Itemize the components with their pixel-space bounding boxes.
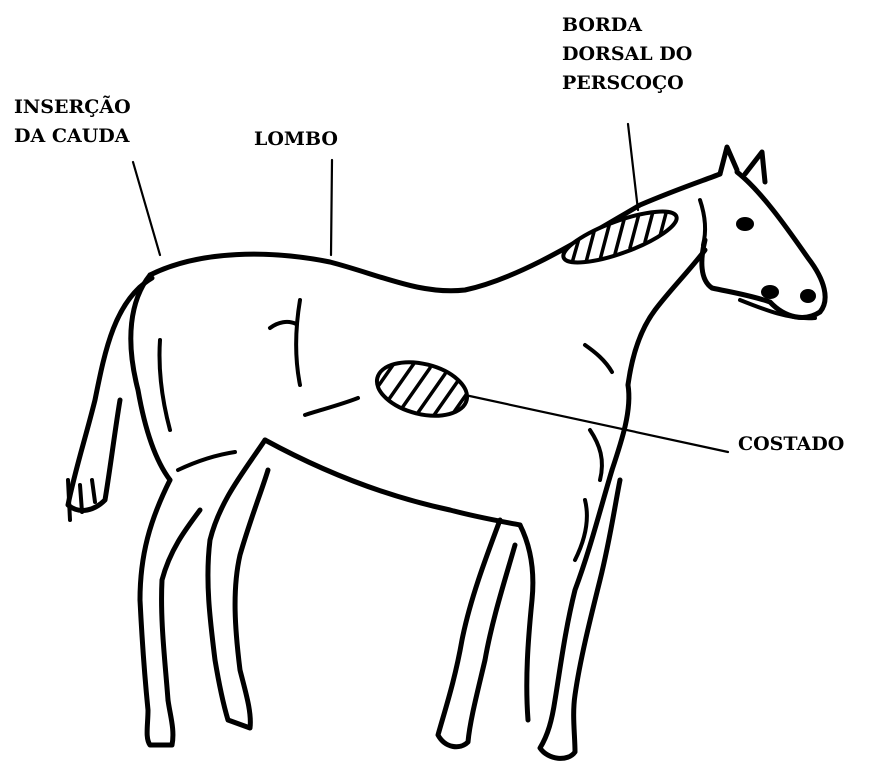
loin-label: LOMBO: [254, 125, 338, 154]
loin-label-text: LOMBO: [254, 125, 338, 154]
neck-crest-label: BORDA DORSAL DO PERSCOÇO: [562, 11, 692, 98]
neck-crest-label-line-2: DORSAL DO: [562, 40, 692, 69]
tail-insertion-leader-line: [133, 162, 160, 255]
barrel-label: COSTADO: [738, 430, 844, 459]
neck-crest-label-line-1: BORDA: [562, 11, 692, 40]
eye-icon: [736, 217, 754, 231]
horse-outline: [68, 147, 825, 758]
costado-hatched-region: [365, 354, 490, 436]
cheek-mark: [761, 285, 779, 299]
neck-crest-label-line-3: PERSCOÇO: [562, 69, 692, 98]
loin-leader-line: [331, 160, 332, 255]
nostril-icon: [800, 289, 816, 303]
tail-insertion-label-line-2: DA CAUDA: [14, 122, 131, 151]
neck-crest-leader-line: [628, 124, 638, 210]
tail-insertion-label: INSERÇÃO DA CAUDA: [14, 93, 131, 151]
tail-insertion-label-line-1: INSERÇÃO: [14, 93, 131, 122]
neck-crest-hatched-region: [558, 192, 685, 273]
barrel-label-text: COSTADO: [738, 430, 844, 459]
